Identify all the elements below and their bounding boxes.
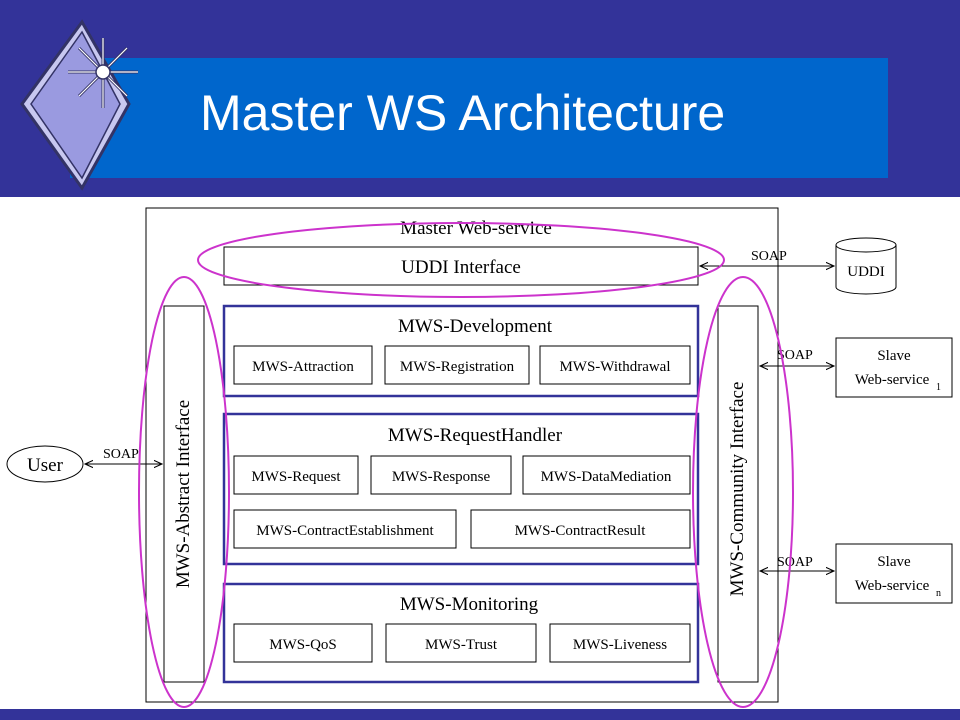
uddi-interface-box — [223, 246, 699, 286]
mws-registration-label: MWS-Registration — [400, 359, 515, 375]
uddi-highlight-ellipse — [197, 222, 725, 298]
slave-n-line2: Web-service — [855, 578, 930, 594]
mws-contractestablishment-label: MWS-ContractEstablishment — [256, 523, 434, 539]
mws-registration-box — [384, 345, 530, 385]
slave-n-line1: Slave — [877, 554, 911, 570]
diamond-star-logo-icon — [20, 19, 138, 191]
mws-response-label: MWS-Response — [392, 469, 491, 485]
mws-contractresult-box — [470, 509, 691, 549]
title-band — [70, 58, 888, 178]
mws-contractresult-label: MWS-ContractResult — [515, 523, 647, 539]
mws-response-box — [370, 455, 512, 495]
mws-community-interface-box — [717, 305, 759, 683]
mws-withdrawal-label: MWS-Withdrawal — [559, 359, 670, 375]
mws-requesthandler-module — [222, 412, 700, 566]
mws-request-box — [233, 455, 359, 495]
slide-title: Master WS Architecture — [200, 85, 726, 141]
mws-development-module — [222, 304, 700, 398]
slave-1-subscript: 1 — [936, 382, 941, 393]
mws-contractestablishment-box — [233, 509, 457, 549]
mws-abstract-interface-label: MWS-Abstract Interface — [173, 400, 194, 588]
master-webservice-frame — [145, 207, 779, 703]
mws-datamediation-label: MWS-DataMediation — [541, 469, 672, 485]
slave-webservice-n-box — [835, 543, 953, 604]
slave-1-soap-label: SOAP — [777, 348, 813, 363]
user-soap-label: SOAP — [103, 447, 139, 462]
mws-requesthandler-title: MWS-RequestHandler — [388, 425, 563, 446]
uddi-registry-cylinder — [835, 237, 897, 295]
user-label: User — [27, 455, 64, 476]
mws-liveness-box — [549, 623, 691, 663]
community-interface-highlight-ellipse — [692, 276, 794, 708]
mws-trust-box — [385, 623, 537, 663]
mws-datamediation-box — [522, 455, 691, 495]
master-webservice-label: Master Web-service — [400, 218, 552, 239]
mws-withdrawal-box — [539, 345, 691, 385]
mws-monitoring-module — [222, 582, 700, 684]
abstract-interface-highlight-ellipse — [138, 276, 230, 708]
mws-attraction-box — [233, 345, 373, 385]
uddi-registry-label: UDDI — [847, 264, 885, 280]
slave-1-line2: Web-service — [855, 372, 930, 388]
mws-qos-label: MWS-QoS — [269, 637, 337, 653]
slave-webservice-1-box — [835, 337, 953, 398]
slave-1-line1: Slave — [877, 348, 911, 364]
uddi-soap-label: SOAP — [751, 249, 787, 264]
user-node — [6, 445, 84, 483]
mws-attraction-label: MWS-Attraction — [252, 359, 354, 375]
mws-community-interface-label: MWS-Community Interface — [727, 382, 748, 597]
slave-n-subscript: n — [936, 588, 941, 599]
mws-liveness-label: MWS-Liveness — [573, 637, 667, 653]
slave-n-soap-label: SOAP — [777, 555, 813, 570]
mws-abstract-interface-box — [163, 305, 205, 683]
mws-trust-label: MWS-Trust — [425, 637, 498, 653]
mws-development-title: MWS-Development — [398, 316, 553, 337]
mws-monitoring-title: MWS-Monitoring — [400, 594, 539, 615]
uddi-interface-label: UDDI Interface — [401, 257, 521, 278]
mws-qos-box — [233, 623, 373, 663]
mws-request-label: MWS-Request — [251, 469, 341, 485]
